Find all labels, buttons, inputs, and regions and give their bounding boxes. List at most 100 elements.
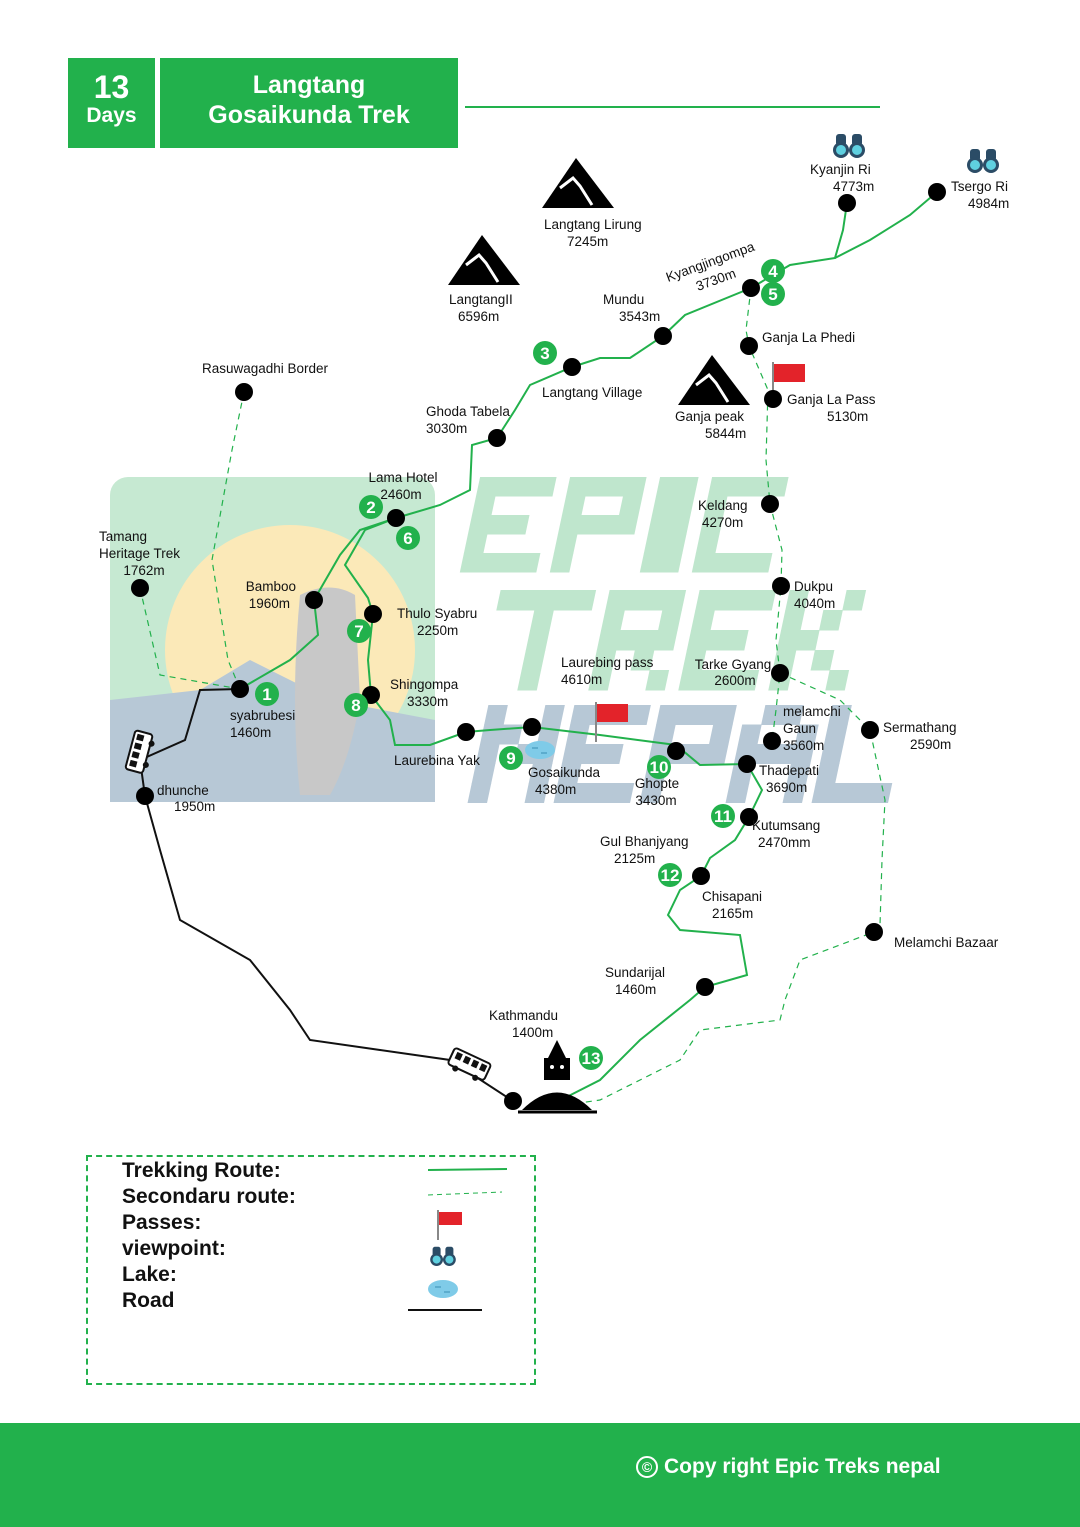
place-dot[interactable] [764, 390, 782, 408]
place-name: Ghoda Tabela [426, 404, 510, 419]
place-dot[interactable] [231, 680, 249, 698]
place-dot[interactable] [523, 718, 541, 736]
lake-icon [525, 741, 555, 759]
day-number: 3 [540, 344, 549, 363]
place-dot[interactable] [861, 721, 879, 739]
place-name: Ganja La Phedi [762, 330, 855, 345]
place-name: Langtang Village [542, 385, 642, 400]
place-dot[interactable] [667, 742, 685, 760]
day-number: 2 [366, 498, 375, 517]
place-detail: 4984m [968, 196, 1009, 211]
place-dot[interactable] [738, 755, 756, 773]
legend-box: Trekking Route: Secondaru route: Passes:… [86, 1155, 536, 1385]
place-dot[interactable] [838, 194, 856, 212]
place-detail: 2460m [380, 487, 421, 502]
secondary-route-line [139, 587, 241, 690]
place-dot[interactable] [771, 664, 789, 682]
place-name: Ganja La Pass [787, 392, 876, 407]
place-detail: 4040m [794, 596, 835, 611]
place-dot[interactable] [763, 732, 781, 750]
lake-icon [428, 1280, 458, 1298]
place-name: Gosaikunda [528, 765, 601, 780]
place-name: Kyanjin Ri [810, 162, 871, 177]
legend-passes: Passes: [122, 1211, 202, 1234]
legend-trekking-line [427, 1168, 508, 1171]
watermark-epic [459, 477, 789, 573]
place-name: Tsergo Ri [951, 179, 1008, 194]
place-name: Kutumsang [752, 818, 820, 833]
place-dot[interactable] [305, 591, 323, 609]
watermark-trek [496, 590, 867, 691]
day-marker [499, 746, 523, 770]
day-number: 8 [351, 696, 360, 715]
pass-flag-icon [437, 1210, 462, 1240]
place-dot[interactable] [692, 867, 710, 885]
place-dot[interactable] [928, 183, 946, 201]
day-number: 12 [661, 866, 680, 885]
legend-secondary-line [427, 1191, 503, 1196]
day-marker [647, 755, 671, 779]
place-dot[interactable] [136, 787, 154, 805]
place-detail: 2590m [910, 737, 951, 752]
peak-name: Langtang Lirung [544, 217, 642, 232]
place-dot[interactable] [696, 978, 714, 996]
days-label: Days [86, 104, 137, 127]
place-dot[interactable] [740, 808, 758, 826]
place-dot[interactable] [488, 429, 506, 447]
kathmandu-stupa-icon [518, 1040, 597, 1114]
place-detail: 2250m [417, 623, 458, 638]
place-dot[interactable] [563, 358, 581, 376]
road-line [144, 795, 514, 1102]
place-name: Ghopte [635, 776, 679, 791]
place-name: Tarke Gyang [695, 657, 772, 672]
place-dot[interactable] [235, 383, 253, 401]
place-dot[interactable] [742, 279, 760, 297]
day-marker [533, 341, 557, 365]
day-number: 10 [650, 758, 669, 777]
place-dot[interactable] [865, 923, 883, 941]
place-detail: 1400m [512, 1025, 553, 1040]
day-marker [658, 863, 682, 887]
place-detail: 3430m [635, 793, 676, 808]
copyright: © Copy right Epic Treks nepal [636, 1455, 941, 1479]
day-marker [344, 693, 368, 717]
place-detail: 1960m [249, 596, 290, 611]
secondary-route-line [544, 672, 886, 1109]
binoculars-viewpoint-icon [967, 149, 999, 173]
place-dot[interactable] [654, 327, 672, 345]
place-dot[interactable] [740, 337, 758, 355]
place-detail: 3030m [426, 421, 467, 436]
day-number: 7 [354, 622, 363, 641]
day-number: 5 [768, 285, 777, 304]
day-marker [396, 526, 420, 550]
day-marker [579, 1046, 603, 1070]
place-dot[interactable] [387, 509, 405, 527]
legend-viewpoint: viewpoint: [122, 1237, 226, 1260]
legend-symbols [408, 1168, 508, 1311]
day-number: 4 [768, 262, 778, 281]
place-dot[interactable] [504, 1092, 522, 1110]
place-detail: 3543m [619, 309, 660, 324]
place-dot[interactable] [457, 723, 475, 741]
place-detail: 2470mm [758, 835, 811, 850]
place-name: Laurebina Yak [394, 753, 480, 768]
place-detail: 5130m [827, 409, 868, 424]
place-dot[interactable] [364, 605, 382, 623]
pass-flag-icon [595, 702, 628, 742]
place-dot[interactable] [761, 495, 779, 513]
title-line-1: Langtang [252, 71, 366, 99]
place-detail: Heritage Trek [99, 546, 180, 561]
place-dot[interactable] [772, 577, 790, 595]
place-detail: 3690m [766, 780, 807, 795]
days-number: 13 [93, 69, 130, 105]
place-detail: 2165m [712, 906, 753, 921]
place-dot[interactable] [131, 579, 149, 597]
mountain-peak-icon [448, 235, 520, 285]
place-name: Sundarijal [605, 965, 665, 980]
watermark-trekker [295, 587, 360, 795]
peak-alt: 5844m [705, 426, 746, 441]
bus-road-icon [124, 729, 155, 774]
place-name: Chisapani [702, 889, 762, 904]
peak-alt: 6596m [458, 309, 499, 324]
